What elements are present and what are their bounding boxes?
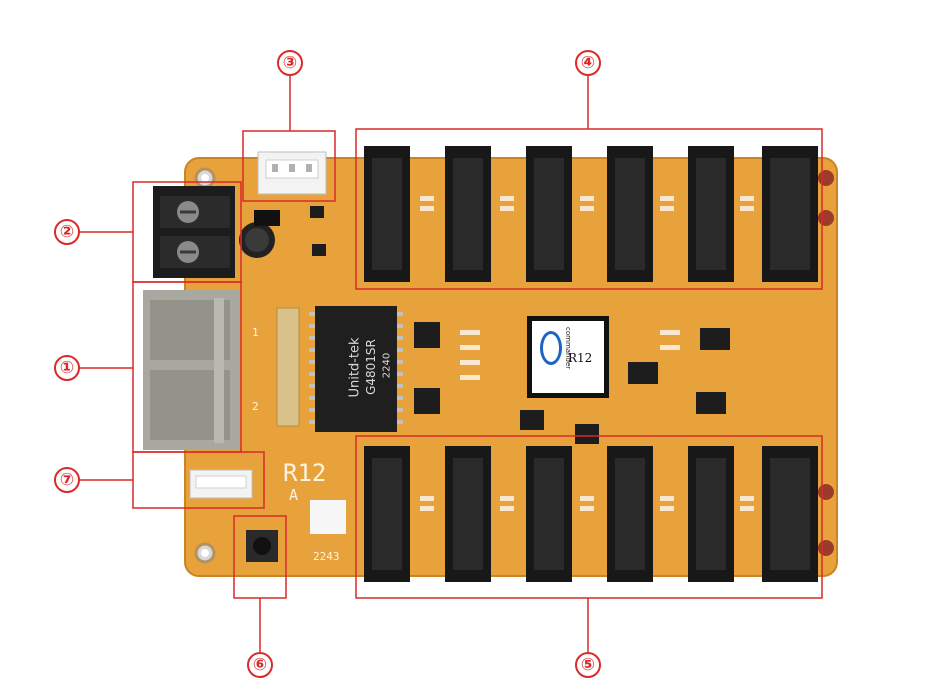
electrolytic-capacitor — [239, 210, 280, 258]
transformer-part: G4801SR — [364, 339, 378, 395]
callout-1: ① — [54, 355, 80, 381]
test-pad — [310, 500, 346, 534]
ethernet-ports — [143, 290, 240, 450]
leader-lines — [80, 76, 589, 652]
small-ics — [310, 206, 730, 444]
top-hub-connectors — [364, 146, 818, 282]
date-code-label: 2243 — [313, 550, 340, 563]
port-1-label: 1 — [252, 326, 259, 339]
pcb-board — [185, 158, 837, 576]
board-revision-label: A — [289, 486, 299, 504]
transformer-marking: Unitd-tek G4801SR 2240 — [330, 320, 393, 420]
smd-components — [420, 196, 754, 511]
five-pin-connector — [189, 469, 253, 499]
callout-6: ⑥ — [247, 652, 273, 678]
callout-3: ③ — [277, 50, 303, 76]
callout-7: ⑦ — [54, 467, 80, 493]
transformer-brand: Unitd-tek — [347, 337, 363, 398]
bottom-hub-connectors — [364, 446, 818, 582]
board-model-label: R12 — [283, 459, 327, 487]
pin-header-strip — [276, 307, 300, 427]
callout-2: ② — [54, 219, 80, 245]
controller-logo: commander R12 — [534, 323, 602, 391]
callout-4: ④ — [575, 50, 601, 76]
highlight-bottom-connectors — [355, 435, 823, 599]
callout-5: ⑤ — [575, 652, 601, 678]
controller-chip — [527, 316, 609, 398]
power-terminal-block — [153, 186, 235, 278]
three-pin-power-connector — [257, 151, 327, 195]
highlight-top-connectors — [355, 128, 823, 290]
reset-button — [246, 530, 278, 562]
controller-logo-mark — [540, 331, 562, 365]
transformer-code: 2240 — [381, 352, 393, 379]
controller-logo-model: R12 — [568, 351, 593, 365]
port-2-label: 2 — [252, 400, 259, 413]
network-transformer-chip — [309, 306, 403, 432]
highlight-power-connector — [242, 130, 336, 202]
